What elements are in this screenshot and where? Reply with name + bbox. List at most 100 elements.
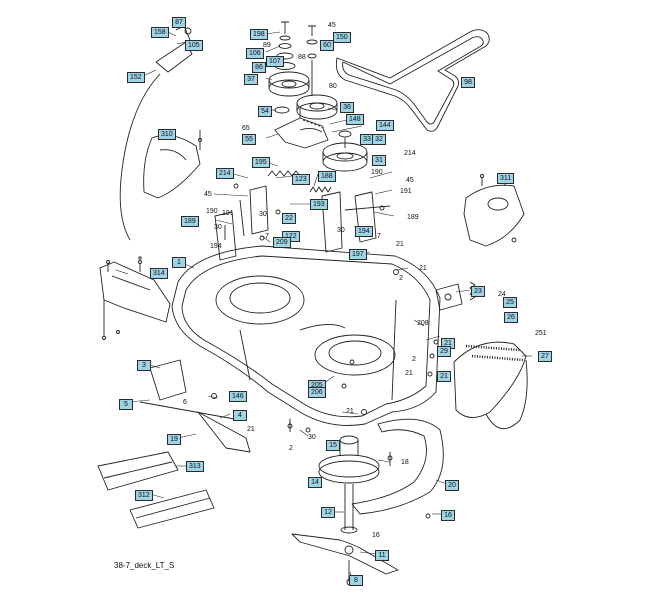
deflector-312 bbox=[129, 489, 215, 529]
callout-5: 5 bbox=[119, 399, 133, 410]
callout-2-a: 2 bbox=[399, 275, 403, 282]
callout-86: 86 bbox=[252, 62, 266, 73]
callout-36: 36 bbox=[340, 102, 354, 113]
callout-206: 206 bbox=[308, 387, 326, 398]
callout-146: 146 bbox=[229, 391, 247, 402]
callout-314: 314 bbox=[150, 268, 168, 279]
callout-122: 122 bbox=[282, 231, 300, 242]
callout-26: 26 bbox=[504, 312, 518, 323]
lift-arm bbox=[139, 359, 251, 453]
callout-4: 4 bbox=[233, 410, 247, 421]
spindle-assembly bbox=[318, 435, 380, 534]
callout-208: 208 bbox=[417, 320, 429, 327]
callout-32: 32 bbox=[372, 134, 386, 145]
mower-deck-shell bbox=[171, 245, 441, 426]
callout-12: 12 bbox=[321, 507, 335, 518]
callout-21-a: 21 bbox=[396, 241, 404, 248]
callout-144: 144 bbox=[376, 120, 394, 131]
callout-80: 80 bbox=[329, 83, 337, 90]
callout-30-a: 30 bbox=[259, 211, 267, 218]
callout-45-right: 45 bbox=[406, 177, 414, 184]
callout-21-e: 21 bbox=[437, 371, 451, 382]
hardware-bolts bbox=[102, 138, 517, 586]
callout-87: 87 bbox=[172, 17, 186, 28]
callout-209: 209 bbox=[273, 237, 291, 248]
callout-7-left: 7 bbox=[265, 233, 269, 240]
baffle-314 bbox=[99, 261, 171, 336]
callout-30-c: 30 bbox=[337, 227, 345, 234]
callout-45-top: 45 bbox=[328, 22, 336, 29]
belt-guard-311 bbox=[463, 174, 525, 247]
callout-23: 23 bbox=[471, 286, 485, 297]
callout-1: 1 bbox=[172, 257, 186, 268]
callout-25: 25 bbox=[503, 297, 517, 308]
callout-15: 15 bbox=[326, 440, 340, 451]
figure-caption: 38-7_deck_LT_S bbox=[114, 561, 175, 570]
discharge-chute bbox=[453, 341, 528, 429]
callout-312: 312 bbox=[135, 490, 153, 501]
callout-194-left: 194 bbox=[210, 243, 222, 250]
callout-21-d: 21 bbox=[405, 370, 413, 377]
callout-21-f: 21 bbox=[346, 408, 354, 415]
callout-311: 311 bbox=[497, 173, 515, 184]
callout-37: 37 bbox=[244, 74, 258, 85]
callout-22-top: 22 bbox=[282, 213, 296, 224]
callout-148: 148 bbox=[346, 114, 364, 125]
callout-55: 55 bbox=[242, 134, 256, 145]
callout-197: 197 bbox=[349, 249, 367, 260]
callout-89: 89 bbox=[263, 42, 271, 49]
callout-45-left: 45 bbox=[204, 191, 212, 198]
control-cable bbox=[119, 25, 193, 241]
front-baffle-20 bbox=[351, 418, 444, 515]
callout-27: 27 bbox=[538, 351, 552, 362]
callout-251: 251 bbox=[535, 330, 547, 337]
callout-107: 107 bbox=[266, 56, 284, 67]
callout-19: 19 bbox=[167, 434, 181, 445]
callout-16-a: 16 bbox=[441, 510, 455, 521]
callout-31: 31 bbox=[372, 155, 386, 166]
callout-313: 313 bbox=[186, 461, 204, 472]
callout-3: 3 bbox=[137, 360, 151, 371]
callout-150: 150 bbox=[333, 32, 351, 43]
left-hanger-brackets bbox=[214, 185, 269, 261]
callout-88: 88 bbox=[298, 54, 306, 61]
callout-21-g: 21 bbox=[247, 426, 255, 433]
idler-pulley-stack bbox=[268, 21, 310, 97]
idler-arm bbox=[274, 108, 329, 149]
callout-60: 60 bbox=[320, 40, 334, 51]
callout-189: 189 bbox=[181, 216, 199, 227]
callout-11: 11 bbox=[375, 550, 389, 561]
pulley-36 bbox=[274, 94, 338, 120]
callout-106: 106 bbox=[246, 48, 264, 59]
callout-18-a: 18 bbox=[401, 459, 409, 466]
callout-190-right: 190 bbox=[371, 169, 383, 176]
callout-2-c: 2 bbox=[289, 445, 293, 452]
callout-7-right: 7 bbox=[377, 233, 381, 240]
chute-bracket bbox=[435, 283, 463, 311]
callout-30-d: 30 bbox=[308, 434, 316, 441]
callout-29: 29 bbox=[437, 346, 451, 357]
callout-98: 98 bbox=[461, 77, 475, 88]
callout-54: 54 bbox=[258, 106, 272, 117]
callout-214: 214 bbox=[216, 168, 234, 179]
callout-193: 193 bbox=[310, 199, 328, 210]
callout-16-b: 16 bbox=[372, 532, 380, 539]
right-hanger-brackets bbox=[321, 191, 391, 253]
callout-194: 194 bbox=[355, 226, 373, 237]
pulley-32 bbox=[322, 130, 368, 172]
callout-2-b: 2 bbox=[412, 356, 416, 363]
callout-188: 188 bbox=[318, 171, 336, 182]
callout-191-right: 191 bbox=[400, 188, 412, 195]
callout-195: 195 bbox=[252, 157, 270, 168]
callout-189-right: 189 bbox=[407, 214, 419, 221]
callout-14: 14 bbox=[308, 477, 322, 488]
callout-65: 65 bbox=[242, 125, 250, 132]
callout-214-right: 214 bbox=[404, 150, 416, 157]
callout-30-b: 30 bbox=[214, 224, 222, 231]
pulley-bolt-column bbox=[306, 25, 318, 96]
callout-198: 198 bbox=[250, 29, 268, 40]
callout-105: 105 bbox=[185, 40, 203, 51]
deflector-313 bbox=[97, 451, 179, 491]
callout-20: 20 bbox=[445, 480, 459, 491]
